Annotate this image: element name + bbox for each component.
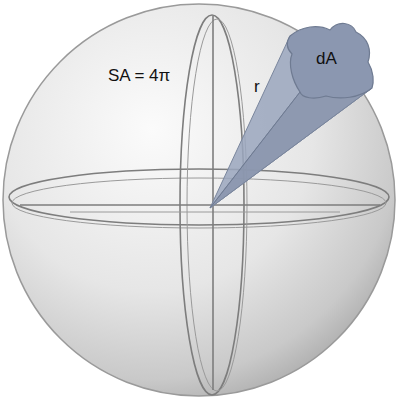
radius-label: r (254, 78, 260, 95)
area-element-label: dA (316, 50, 337, 67)
surface-area-label: SA = 4π (108, 67, 170, 84)
sphere (3, 4, 395, 396)
area-patch (287, 23, 373, 98)
grid-lines (9, 15, 389, 395)
